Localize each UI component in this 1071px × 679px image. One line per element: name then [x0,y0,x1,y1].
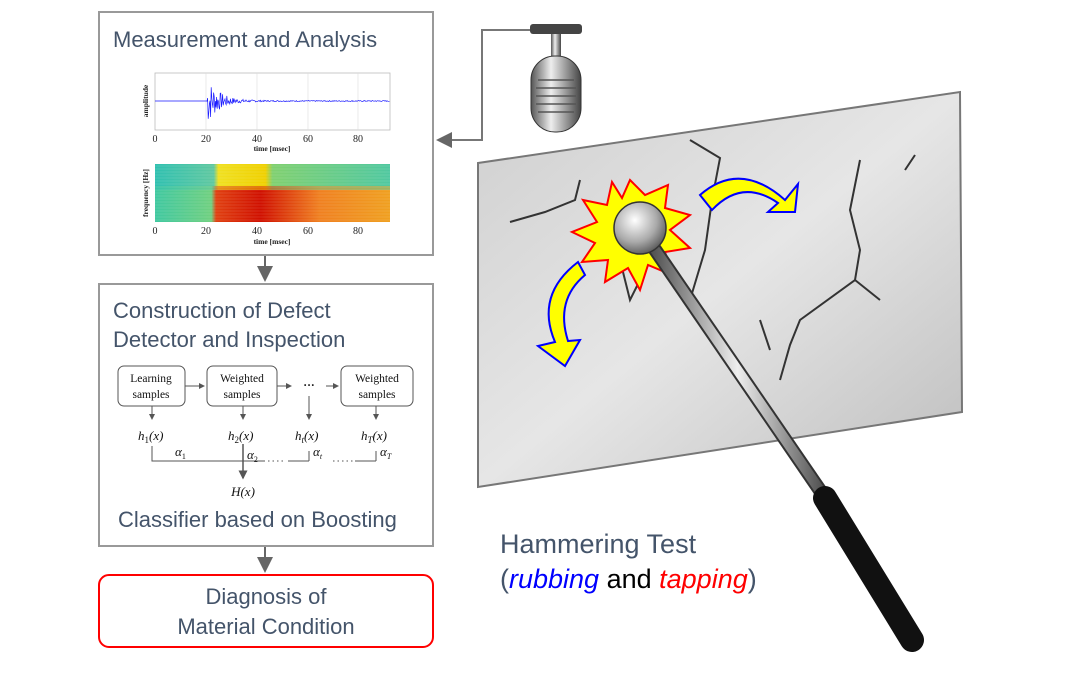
strong-classifier: H(x) [230,484,255,499]
waveform-xtick: 40 [252,134,262,145]
concrete-wall [477,90,964,489]
detector-caption: Classifier based on Boosting [118,507,397,532]
hammer-icon [613,201,924,652]
boosting-diagram [117,365,414,480]
hammering-subtitle: (rubbing and tapping) [500,564,757,594]
box-label: Weighted [355,373,399,385]
detector-title-line2: Detector and Inspection [113,327,345,352]
classifier-h1: h1(x) [138,428,163,445]
box-label: samples [132,389,170,401]
waveform-plot: amplitude 0 20 40 60 80 time [msec] [141,72,391,153]
spectrogram-xtick: 80 [353,226,363,237]
box-label: Learning [130,373,172,385]
box-label: samples [358,389,396,401]
waveform-xtick: 0 [153,134,158,145]
detector-title-line1: Construction of Defect [113,298,331,323]
diagnosis-line2: Material Condition [177,614,354,639]
spectrogram-plot: frequency [Hz] 0 20 40 60 80 time [msec] [141,164,390,246]
weight-a2: α2 [247,447,258,464]
waveform-xtick: 20 [201,134,211,145]
diagnosis-line1: Diagnosis of [205,584,327,609]
spectrogram-xtick: 60 [303,226,313,237]
waveform-xlabel: time [msec] [254,144,291,153]
spectrogram-xtick: 0 [153,226,158,237]
spectrogram-xlabel: time [msec] [254,237,291,246]
classifier-hT: hT(x) [361,428,387,445]
classifier-h2: h2(x) [228,428,253,445]
rubbing-arrow-icon [535,260,587,368]
signal-arrow [436,29,535,148]
waveform-ylabel: amplitude [141,84,150,117]
waveform-trace [155,87,390,119]
box-label: samples [223,389,261,401]
measurement-title: Measurement and Analysis [113,27,377,52]
classifier-ht: ht(x) [295,428,318,445]
cracks [509,139,916,381]
microphone-icon [530,24,582,133]
hammering-title: Hammering Test [500,529,697,559]
box-label: Weighted [220,373,264,385]
spectrogram-ylabel: frequency [Hz] [141,169,150,217]
ellipsis: ··· [303,380,315,392]
detector-panel: Construction of Defect Detector and Insp… [98,283,434,547]
weight-aT: αT [380,444,392,461]
spectrogram-xtick: 40 [252,226,262,237]
weight-a1: α1 [175,444,186,461]
measurement-panel: Measurement and Analysis amplitude 0 20 … [98,11,434,256]
diagnosis-panel: Diagnosis of Material Condition [98,574,434,648]
waveform-xtick: 60 [303,134,313,145]
waveform-xtick: 80 [353,134,363,145]
rubbing-arrow-icon [698,177,800,213]
weighted-samples-box [340,365,414,407]
spectrogram-xtick: 20 [201,226,211,237]
weight-at: αt [313,444,323,461]
